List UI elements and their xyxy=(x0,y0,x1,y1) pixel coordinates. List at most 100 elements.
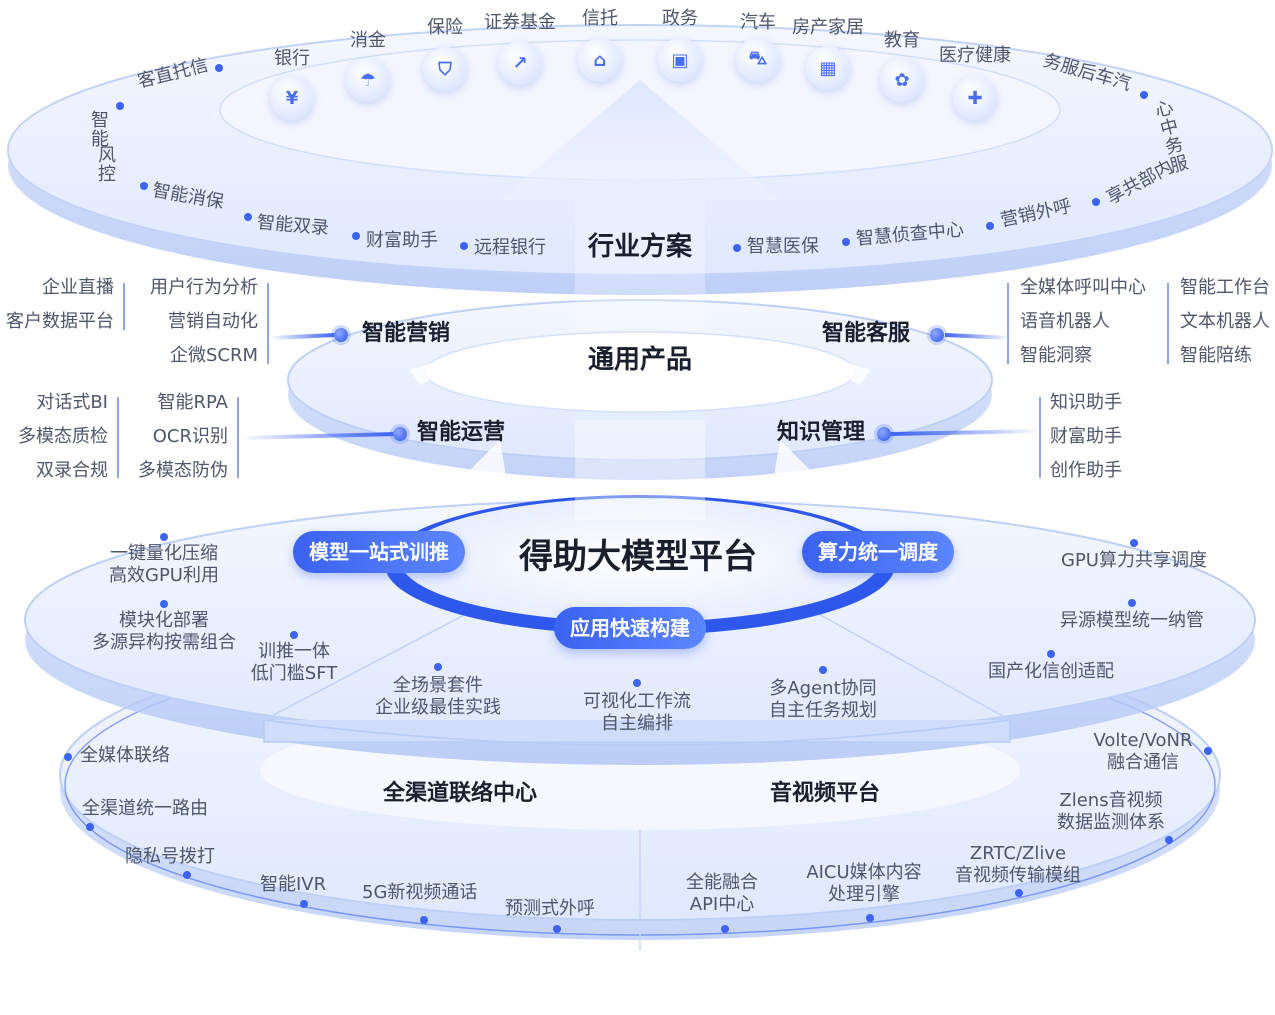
umbrella-icon: ☂ xyxy=(346,58,390,102)
base-dot xyxy=(64,753,72,761)
education-icon: ✿ xyxy=(880,58,924,102)
marketing-node xyxy=(334,328,348,342)
operation-item: 双录合规 xyxy=(36,460,108,481)
industry-label: 医疗健康 xyxy=(939,45,1011,66)
base-right-item: Zlens音视频数据监测体系 xyxy=(1057,790,1165,833)
base-left-item: 全渠道统一路由 xyxy=(82,798,208,819)
platform-dot xyxy=(160,533,168,541)
operation-item: OCR识别 xyxy=(152,426,228,447)
platform-bottom-item: 全场景套件企业级最佳实践 xyxy=(375,675,501,718)
base-dot xyxy=(553,925,561,933)
base-left-item: 预测式外呼 xyxy=(505,898,595,919)
operation-node xyxy=(393,427,407,441)
marketing-item: 营销自动化 xyxy=(168,311,258,332)
solution-dot xyxy=(215,64,223,72)
knowledge-item: 创作助手 xyxy=(1050,460,1122,481)
industry-label: 消金 xyxy=(350,30,386,51)
solution-dot xyxy=(244,213,252,221)
yen-icon: ¥ xyxy=(270,76,314,120)
base-left-item: 隐私号拨打 xyxy=(125,846,215,867)
operation-item: 多模态质检 xyxy=(18,426,108,447)
industry-solutions-title: 行业方案 xyxy=(587,232,693,262)
platform-dot xyxy=(1047,650,1055,658)
chart-icon: ↗ xyxy=(498,41,542,85)
service-item: 语音机器人 xyxy=(1020,311,1110,332)
platform-dot xyxy=(290,631,298,639)
platform-dot xyxy=(1130,539,1138,547)
solution-dot xyxy=(140,182,148,190)
platform-dot xyxy=(819,666,827,674)
solution-dot xyxy=(116,102,124,110)
operation-item: 智能RPA xyxy=(157,392,228,413)
briefcase-icon: ▣ xyxy=(658,38,702,82)
service-node xyxy=(930,328,944,342)
knowledge-node xyxy=(877,427,891,441)
knowledge-item: 财富助手 xyxy=(1050,426,1122,447)
medical-icon: ✚ xyxy=(953,76,997,120)
marketing-item: 客户数据平台 xyxy=(6,311,114,332)
platform-dot xyxy=(633,679,641,687)
solution-label: 财富助手 xyxy=(366,230,438,251)
industry-label: 信托 xyxy=(582,8,618,29)
av-platform-title: 音视频平台 xyxy=(769,781,881,806)
platform-left-item: 模块化部署多源异构按需组合 xyxy=(92,610,236,653)
industry-label: 汽车 xyxy=(740,12,776,33)
operation-label: 智能运营 xyxy=(417,420,506,445)
platform-right-item: GPU算力共享调度 xyxy=(1061,550,1207,571)
industry-label: 房产家居 xyxy=(792,17,864,38)
base-left-item: 5G新视频通话 xyxy=(362,882,478,903)
base-left-item: 全媒体联络 xyxy=(80,745,170,766)
solution-dot xyxy=(1092,198,1100,206)
solution-dot xyxy=(460,242,468,250)
marketing-item: 用户行为分析 xyxy=(150,277,258,298)
industry-label: 教育 xyxy=(884,30,920,51)
base-dot xyxy=(1165,836,1173,844)
solution-dot xyxy=(352,232,360,240)
pill-model-training: 模型一站式训推 xyxy=(293,531,465,573)
platform-bottom-item: 多Agent协同自主任务规划 xyxy=(769,678,877,721)
operation-item: 多模态防伪 xyxy=(138,460,228,481)
solution-label-vertical: 智能 xyxy=(91,110,109,150)
base-dot xyxy=(721,925,729,933)
base-right-item: AICU媒体内容处理引擎 xyxy=(806,862,922,905)
platform-bottom-item: 可视化工作流自主编排 xyxy=(583,691,691,734)
solution-dot xyxy=(1140,91,1148,99)
general-products-title: 通用产品 xyxy=(587,345,693,375)
base-dot xyxy=(183,871,191,879)
car-icon: ⛍ xyxy=(736,38,780,82)
shield-icon: ⛉ xyxy=(423,47,467,91)
service-item: 全媒体呼叫中心 xyxy=(1020,277,1146,298)
solution-dot xyxy=(733,244,741,252)
base-dot xyxy=(300,900,308,908)
solution-label-vertical: 风控 xyxy=(98,145,116,185)
pill-app-building: 应用快速构建 xyxy=(554,607,706,649)
solution-label: 智慧医保 xyxy=(747,236,819,257)
platform-dot xyxy=(1128,599,1136,607)
service-item: 智能陪练 xyxy=(1180,345,1252,366)
industry-label: 证券基金 xyxy=(484,12,556,33)
platform-dot xyxy=(434,663,442,671)
contact-center-title: 全渠道联络中心 xyxy=(382,781,538,806)
platform-right-item: 异源模型统一纳管 xyxy=(1060,610,1204,631)
platform-right-item: 国产化信创适配 xyxy=(988,661,1114,682)
operation-item: 对话式BI xyxy=(36,392,108,413)
pill-compute-scheduling: 算力统一调度 xyxy=(802,531,954,573)
marketing-item: 企业直播 xyxy=(42,277,114,298)
base-dot xyxy=(866,914,874,922)
solution-dot xyxy=(842,238,850,246)
base-dot xyxy=(420,916,428,924)
solution-label: 远程银行 xyxy=(474,237,546,258)
platform-left-item: 一键量化压缩高效GPU利用 xyxy=(109,543,219,586)
marketing-item: 企微SCRM xyxy=(169,345,258,366)
base-dot xyxy=(86,823,94,831)
solution-dot xyxy=(986,222,994,230)
knowledge-item: 知识助手 xyxy=(1050,392,1122,413)
base-dot xyxy=(1204,747,1212,755)
industry-label: 政务 xyxy=(662,8,698,29)
platform-title: 得助大模型平台 xyxy=(519,537,757,577)
industry-label: 保险 xyxy=(427,17,463,38)
